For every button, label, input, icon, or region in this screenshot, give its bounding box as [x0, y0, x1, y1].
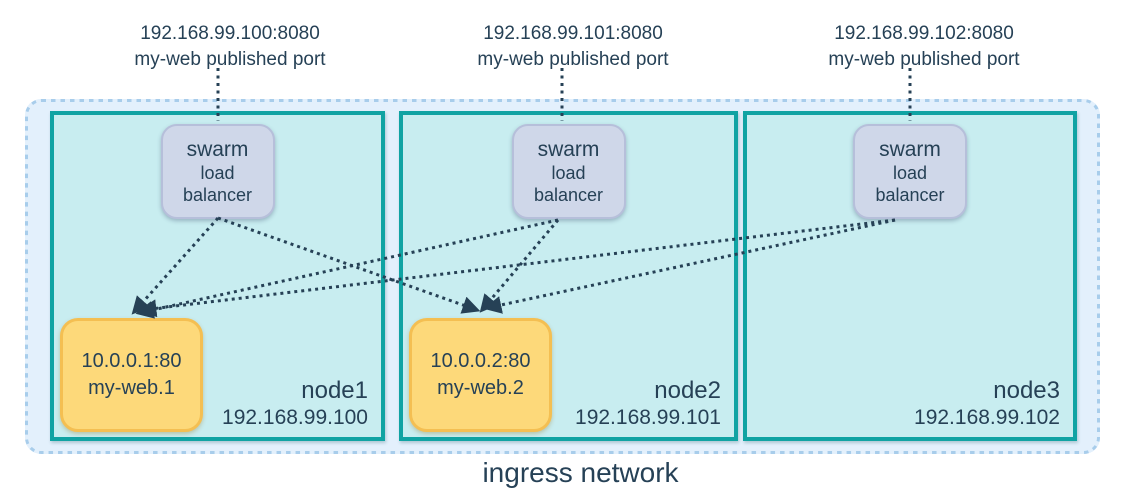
node-ip: 192.168.99.102: [914, 406, 1060, 429]
node-name: node1: [301, 377, 368, 404]
load-balancer-label: swarm: [186, 138, 249, 161]
node2-swarm-load-balancer: swarm load balancer: [511, 124, 626, 219]
load-balancer-label: load: [200, 163, 235, 183]
published-port-label-2: 192.168.99.101:8080 my-web published por…: [443, 21, 703, 73]
load-balancer-label: load: [551, 163, 586, 183]
node3-label: node3 192.168.99.102: [914, 377, 1060, 431]
node1-box: swarm load balancer 10.0.0.1:80 my-web.1…: [50, 111, 385, 441]
load-balancer-label: swarm: [537, 138, 600, 161]
published-port-caption: my-web published port: [828, 49, 1020, 70]
ingress-network-label: ingress network: [482, 457, 679, 488]
node-name: node3: [993, 377, 1060, 404]
node-ip: 192.168.99.101: [575, 406, 721, 429]
published-port-caption: my-web published port: [134, 49, 326, 70]
task-my-web-1: 10.0.0.1:80 my-web.1: [60, 318, 203, 432]
published-port-address: 192.168.99.101:8080: [483, 23, 663, 44]
published-port-caption: my-web published port: [477, 49, 669, 70]
load-balancer-label: balancer: [182, 185, 253, 205]
published-port-address: 192.168.99.100:8080: [140, 23, 320, 44]
node1-label: node1 192.168.99.100: [222, 377, 368, 431]
published-port-label-3: 192.168.99.102:8080 my-web published por…: [794, 21, 1054, 73]
task-address: 10.0.0.1:80: [81, 350, 182, 372]
node2-box: swarm load balancer 10.0.0.2:80 my-web.2…: [399, 111, 738, 441]
node2-label: node2 192.168.99.101: [575, 377, 721, 431]
published-port-label-1: 192.168.99.100:8080 my-web published por…: [100, 21, 360, 73]
node1-swarm-load-balancer: swarm load balancer: [160, 124, 275, 219]
published-port-address: 192.168.99.102:8080: [834, 23, 1014, 44]
load-balancer-label: balancer: [533, 185, 604, 205]
node-name: node2: [654, 377, 721, 404]
task-address: 10.0.0.2:80: [430, 350, 531, 372]
node3-swarm-load-balancer: swarm load balancer: [853, 124, 967, 219]
node3-box: swarm load balancer node3 192.168.99.102: [743, 111, 1077, 441]
load-balancer-label: load: [892, 163, 928, 183]
ingress-network-container: swarm load balancer 10.0.0.1:80 my-web.1…: [25, 99, 1100, 454]
task-name: my-web.1: [88, 377, 175, 399]
node-ip: 192.168.99.100: [222, 406, 368, 429]
load-balancer-label: swarm: [879, 138, 941, 161]
task-my-web-2: 10.0.0.2:80 my-web.2: [409, 318, 552, 432]
load-balancer-label: balancer: [875, 185, 945, 205]
task-name: my-web.2: [437, 377, 524, 399]
